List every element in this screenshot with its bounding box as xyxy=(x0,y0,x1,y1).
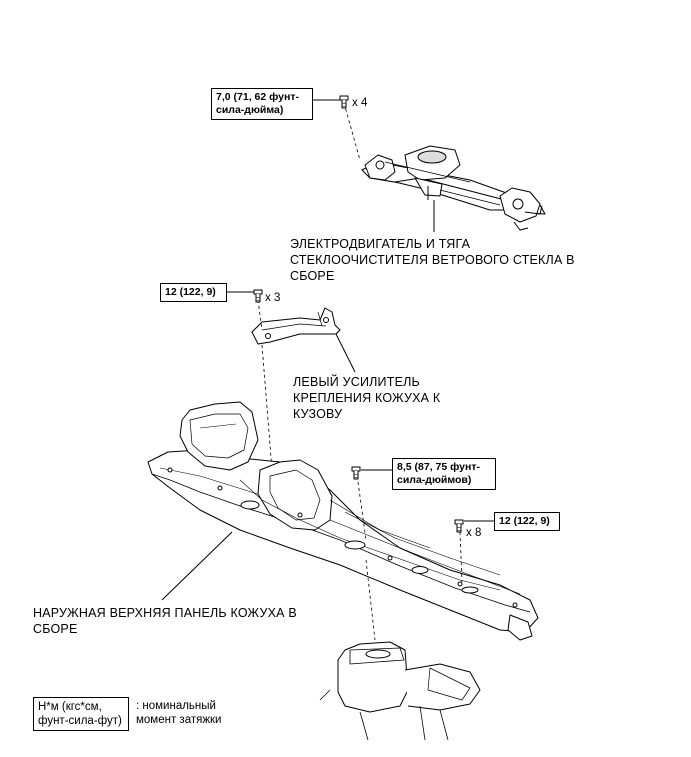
torque-spec-box-reinforcement: 12 (122, 9) xyxy=(160,283,227,302)
part-label-wiper-motor: ЭЛЕКТРОДВИГАТЕЛЬ И ТЯГА СТЕКЛООЧИСТИТЕЛЯ… xyxy=(290,237,575,283)
bolt-icon xyxy=(253,289,263,303)
legend-description: : номинальный момент затяжки xyxy=(136,700,222,726)
bolt-icon xyxy=(339,95,349,109)
part-label-outer-cowl-panel: НАРУЖНАЯ ВЕРХНЯЯ ПАНЕЛЬ КОЖУХА В СБОРЕ xyxy=(33,606,297,636)
wiper-linkage-drawing xyxy=(361,145,546,231)
quantity-label: x 3 xyxy=(265,292,281,304)
cowl-panel-drawing xyxy=(147,401,539,641)
bolt-icon xyxy=(351,466,361,480)
torque-unit-legend: Н*м (кгс*см, фунт-сила-фут) xyxy=(33,697,129,731)
bolt-icon xyxy=(454,519,464,533)
quantity-label: x 8 xyxy=(466,527,482,539)
part-label-left-reinforcement: ЛЕВЫЙ УСИЛИТЕЛЬ КРЕПЛЕНИЯ КОЖУХА К КУЗОВ… xyxy=(293,375,441,421)
reinforcement-bracket-drawing xyxy=(251,307,341,345)
reservoir-drawing xyxy=(319,641,481,741)
quantity-label: x 4 xyxy=(352,97,368,109)
torque-spec-box-panel: 12 (122, 9) xyxy=(494,512,560,531)
torque-spec-box-wiper: 7,0 (71, 62 фунт- сила-дюйма) xyxy=(211,88,313,120)
torque-spec-box-center: 8,5 (87, 75 фунт- сила-дюймов) xyxy=(392,458,496,490)
